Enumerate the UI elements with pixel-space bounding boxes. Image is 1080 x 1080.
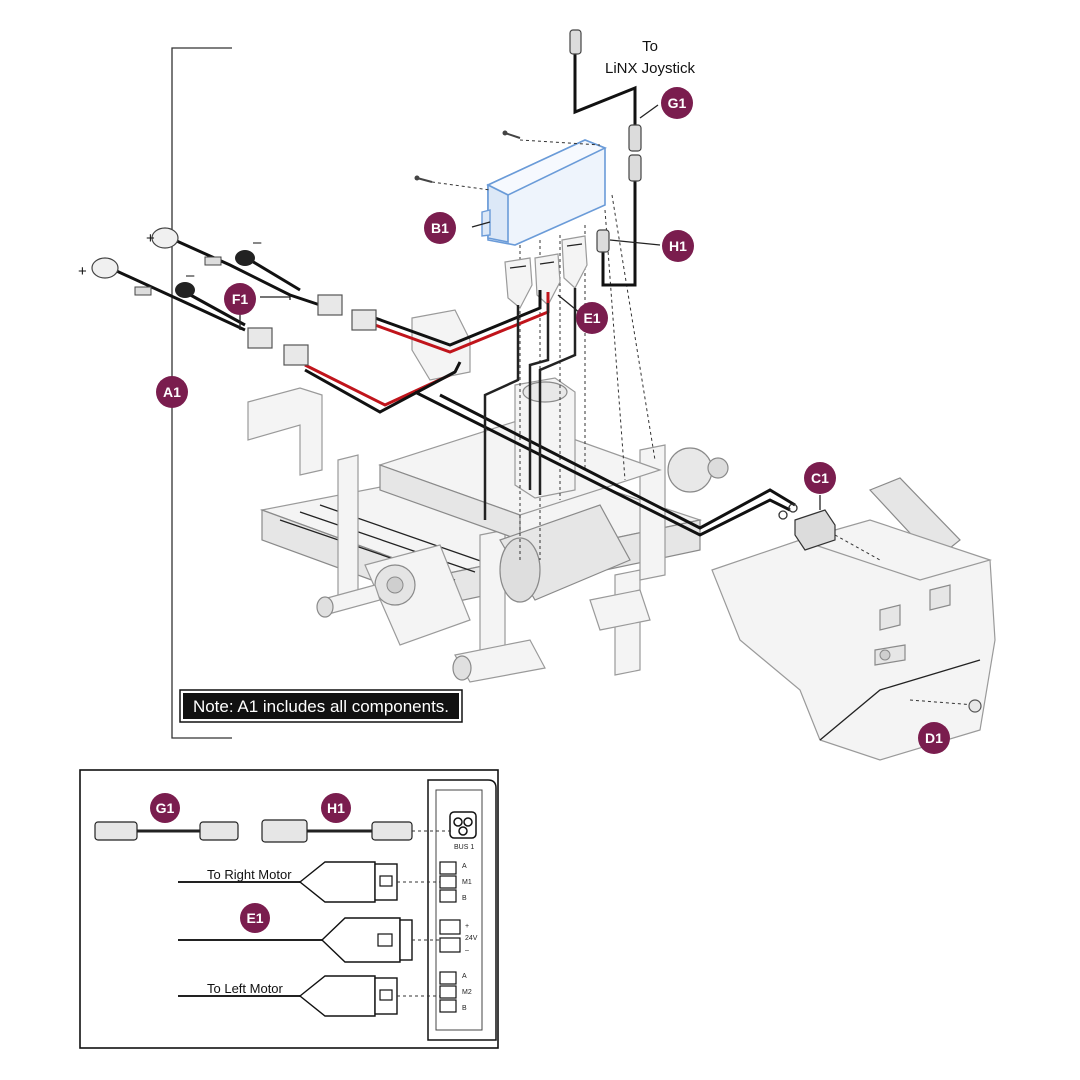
svg-text:–: – (465, 947, 469, 954)
inset-e1-cable (178, 917, 440, 963)
polarity-plus-2: + (78, 263, 87, 280)
note-text: Note: A1 includes all components. (193, 697, 449, 716)
svg-text:A: A (462, 973, 467, 980)
inset-callout-e1: E1 (240, 903, 270, 933)
motor-connectors (504, 235, 588, 309)
inset-right-motor-cable: To Right Motor (178, 861, 440, 903)
bus-port: BUS 1 (449, 811, 477, 851)
inset-g1-cable (94, 821, 239, 841)
controller-module (414, 130, 607, 246)
callout-a1: A1 (156, 376, 188, 408)
svg-text:C1: C1 (811, 470, 829, 486)
battery-port: + 24V – (439, 919, 478, 954)
joystick-connectors (569, 29, 642, 253)
callout-f1: F1 (224, 283, 256, 315)
joystick-label-name: LiNX Joystick (605, 60, 696, 77)
joystick-label-to: To (642, 38, 658, 55)
svg-text:D1: D1 (925, 730, 943, 746)
svg-text:H1: H1 (327, 800, 345, 816)
shroud-fastener (968, 699, 982, 713)
svg-text:24V: 24V (465, 935, 478, 942)
svg-text:G1: G1 (668, 95, 687, 111)
inset-left-motor-cable: To Left Motor (178, 975, 440, 1017)
callout-leaders (239, 104, 821, 510)
svg-text:M1: M1 (462, 879, 472, 886)
svg-text:E1: E1 (246, 910, 263, 926)
svg-text:B: B (462, 895, 467, 902)
to-right-motor-label: To Right Motor (207, 867, 292, 882)
battery-connectors (91, 227, 377, 366)
inset-callout-h1: H1 (321, 793, 351, 823)
to-left-motor-label: To Left Motor (207, 981, 284, 996)
callout-b1: B1 (424, 212, 456, 244)
callout-h1: H1 (662, 230, 694, 262)
callout-e1: E1 (576, 302, 608, 334)
inset-callout-g1: G1 (150, 793, 180, 823)
callout-c1: C1 (804, 462, 836, 494)
callout-g1: G1 (661, 87, 693, 119)
svg-text:A: A (462, 863, 467, 870)
svg-text:G1: G1 (156, 800, 175, 816)
svg-text:H1: H1 (669, 238, 687, 254)
polarity-minus-1: – (253, 234, 262, 251)
connector-inset: BUS 1 A M1 B + 24V – A M2 B (79, 769, 499, 1049)
svg-text:F1: F1 (232, 291, 249, 307)
svg-text:+: + (465, 923, 469, 930)
front-shroud (711, 477, 996, 761)
cables (109, 50, 796, 537)
svg-text:M2: M2 (462, 989, 472, 996)
note-box: Note: A1 includes all components. (179, 689, 463, 723)
m1-port: A M1 B (439, 861, 472, 903)
inset-h1-cable (261, 819, 452, 843)
m2-port: A M2 B (439, 971, 472, 1013)
polarity-minus-2: – (186, 267, 195, 284)
polarity-plus-1: + (146, 230, 155, 247)
callout-d1: D1 (918, 722, 950, 754)
svg-text:E1: E1 (583, 310, 600, 326)
svg-text:A1: A1 (163, 384, 181, 400)
svg-text:B: B (462, 1005, 467, 1012)
svg-text:BUS 1: BUS 1 (454, 844, 474, 851)
power-base-frame (247, 309, 729, 683)
circuit-breaker-part (778, 503, 836, 551)
svg-text:B1: B1 (431, 220, 449, 236)
